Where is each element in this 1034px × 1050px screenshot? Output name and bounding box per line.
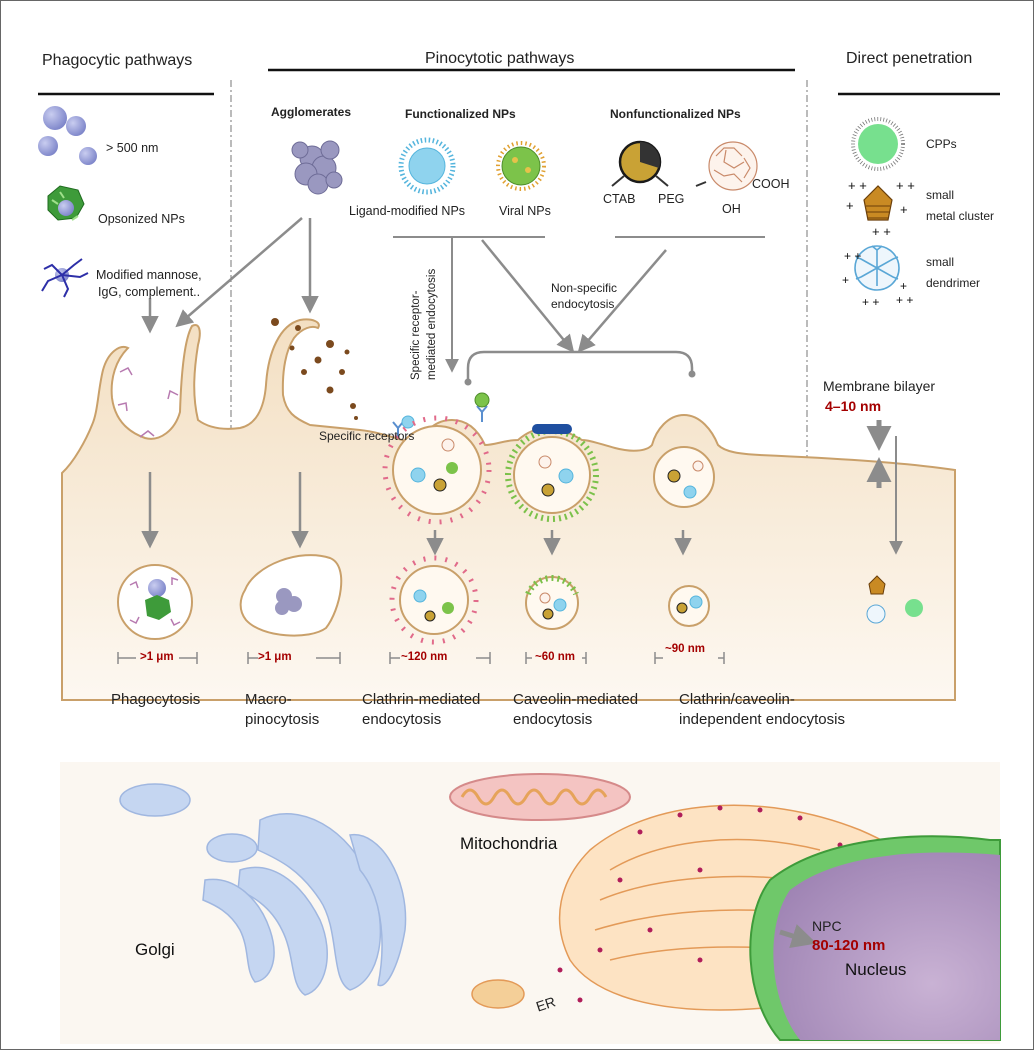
nucleus (749, 835, 1001, 1041)
caption-clathrin-line1: Clathrin-mediated (362, 691, 481, 708)
label-mitochondria: Mitochondria (460, 834, 558, 853)
agglomerate-icon (291, 140, 343, 195)
clathrin-vesicle (389, 555, 479, 645)
label-viral-np: Viral NPs (499, 204, 551, 218)
label-ctab: CTAB (603, 192, 636, 206)
npc-arrow (779, 924, 817, 948)
label-modified-line2: IgG, complement.. (98, 285, 201, 299)
label-peg: PEG (658, 192, 685, 206)
svg-text:+ +: + + (844, 249, 861, 263)
modified-mannose-icon (41, 258, 89, 298)
label-specific-line1: Specific receptor- (410, 290, 422, 380)
label-oh: OH (722, 202, 741, 216)
macropinosome (239, 554, 343, 637)
dendrimer-charges: + +++ + ++ + (842, 249, 913, 309)
header-phagocytic: Phagocytic pathways (42, 52, 193, 69)
caveolin-vesicle (525, 575, 579, 630)
caption-macro-line2: pinocytosis (245, 711, 320, 728)
internalized-direct-nps (866, 575, 923, 624)
independent-pit (653, 446, 715, 508)
header-direct: Direct penetration (846, 50, 973, 67)
ligand-np-icon (398, 137, 456, 195)
label-dendrimer-line2: dendrimer (926, 276, 981, 290)
size-independent: ~90 nm (665, 643, 705, 655)
label-specific-receptors: Specific receptors (319, 429, 415, 443)
independent-vesicle (668, 585, 710, 627)
header-pinocytotic: Pinocytotic pathways (425, 50, 575, 67)
fullerene-np-icon (708, 141, 758, 191)
svg-text:+ +: + + (896, 178, 915, 193)
label-modified-line1: Modified mannose, (96, 268, 202, 282)
label-size-500nm: > 500 nm (106, 141, 159, 155)
svg-text:+ +: + + (896, 293, 913, 307)
subheader-functionalized: Functionalized NPs (405, 107, 516, 121)
caption-independent-line2: independent endocytosis (679, 711, 845, 728)
caption-macro-line1: Macro- (245, 691, 292, 708)
receptor-marks (117, 367, 179, 438)
label-cluster-line1: small (926, 188, 955, 202)
svg-text:+ +: + + (848, 178, 867, 193)
label-membrane-size: 4–10 nm (825, 398, 882, 414)
label-nonspecific-line2: endocytosis (551, 297, 615, 311)
label-nonspecific-line1: Non-specific (551, 281, 618, 295)
ctab-peg-np-icon (611, 140, 669, 187)
caption-caveolin-line1: Caveolin-mediated (513, 691, 639, 708)
label-ligand-np: Ligand-modified NPs (349, 204, 466, 218)
mitochondrion (449, 773, 631, 821)
svg-text:+: + (846, 198, 854, 213)
caption-independent-line1: Clathrin/caveolin- (679, 691, 795, 708)
label-dendrimer-line1: small (926, 255, 955, 269)
dendrimer-icon (854, 245, 900, 291)
subheader-agglomerates: Agglomerates (271, 105, 352, 119)
label-cooh: COOH (752, 177, 790, 191)
label-golgi: Golgi (135, 940, 175, 959)
cpp-icon (851, 117, 905, 171)
caveolin-pit (505, 424, 599, 522)
label-membrane-bilayer: Membrane bilayer (823, 378, 936, 394)
size-clathrin: ~120 nm (401, 651, 448, 663)
svg-text:+: + (900, 279, 907, 293)
large-np-spheres (38, 106, 97, 165)
size-macropinocytosis: >1 μm (258, 651, 292, 663)
golgi-apparatus (119, 783, 407, 996)
svg-text:+: + (900, 202, 908, 217)
caption-phagocytosis: Phagocytosis (111, 691, 201, 708)
viral-np-icon (496, 141, 546, 191)
caption-clathrin-line2: endocytosis (362, 711, 442, 728)
svg-text:+ +: + + (872, 224, 891, 239)
label-cpps: CPPs (926, 137, 957, 151)
macropinocytosis-particles (271, 318, 358, 420)
label-opsonized: Opsonized NPs (98, 212, 185, 226)
cell-membrane (61, 318, 956, 701)
phagosome (117, 564, 193, 640)
metal-cluster-icon: + + + + + + + + (846, 178, 915, 239)
label-specific-line2: mediated endocytosis (426, 268, 438, 380)
opsonized-np-icon (47, 185, 85, 221)
label-nucleus: Nucleus (845, 960, 907, 979)
svg-text:+ +: + + (862, 295, 879, 309)
size-caveolin: ~60 nm (535, 651, 575, 663)
svg-text:+: + (842, 273, 849, 287)
size-phagocytosis: >1 μm (140, 651, 174, 663)
subheader-nonfunctionalized: Nonfunctionalized NPs (610, 107, 741, 121)
size-bars (117, 652, 725, 664)
clathrin-pit (382, 415, 492, 525)
label-npc: NPC (812, 918, 842, 934)
label-npc-size: 80-120 nm (812, 937, 886, 954)
label-cluster-line2: metal cluster (926, 209, 995, 223)
caption-caveolin-line2: endocytosis (513, 711, 593, 728)
